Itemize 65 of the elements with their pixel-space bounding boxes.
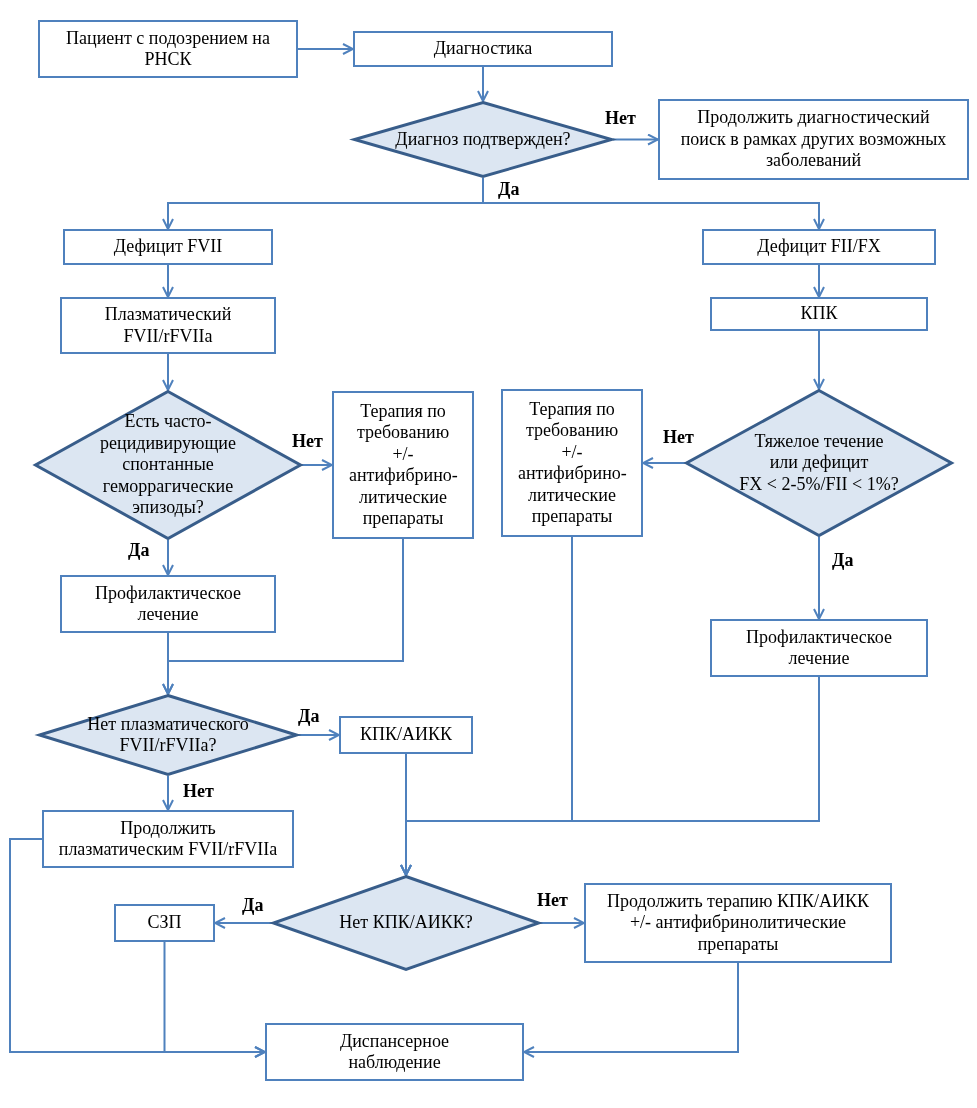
process-box bbox=[38, 20, 298, 78]
process-box bbox=[42, 810, 294, 868]
edge-label: Нет bbox=[662, 428, 695, 446]
process-box bbox=[702, 229, 936, 265]
box-text: Профилактическое лечение bbox=[745, 626, 893, 670]
process-box bbox=[63, 229, 273, 265]
process-box bbox=[710, 619, 928, 677]
flow-arrow bbox=[297, 43, 354, 55]
decision-text: Есть часто-рецидивирующие спонтанные геморрагические эпизоды? bbox=[99, 411, 237, 519]
process-box bbox=[265, 1023, 524, 1081]
process-box bbox=[339, 716, 473, 754]
box-text: Продолжить диагностический поиск в рамках других возможных заболеваний bbox=[679, 107, 948, 172]
process-box bbox=[332, 391, 474, 539]
flow-arrow bbox=[163, 941, 266, 1058]
flow-arrow bbox=[813, 264, 825, 298]
flow-arrow bbox=[642, 457, 686, 469]
edge-label: Да bbox=[831, 551, 855, 569]
flow-arrow bbox=[162, 539, 174, 576]
flow-arrow bbox=[477, 66, 489, 102]
edge-label: Нет bbox=[536, 891, 569, 909]
box-text: КПК bbox=[800, 303, 838, 325]
process-box bbox=[584, 883, 892, 963]
process-box bbox=[658, 99, 969, 180]
process-box bbox=[60, 575, 276, 633]
flow-arrow bbox=[813, 330, 825, 390]
flow-arrow bbox=[162, 264, 174, 298]
process-box bbox=[114, 904, 215, 942]
edge-label: Да bbox=[127, 541, 151, 559]
box-text: Пациент с подозрением на РНСК bbox=[65, 27, 271, 71]
box-text: Терапия по требованию +/- антифибрино-литические препараты bbox=[349, 400, 457, 530]
flow-arrow bbox=[612, 133, 659, 146]
edge-label: Да bbox=[297, 707, 321, 725]
decision-text: Нет КПК/АИКК? bbox=[339, 912, 473, 934]
flow-arrow bbox=[297, 729, 340, 741]
box-text: Профилактическое лечение bbox=[94, 582, 242, 626]
box-text: Терапия по требованию +/- антифибрино-литические препараты bbox=[518, 398, 626, 528]
flow-arrow bbox=[162, 538, 404, 695]
flow-arrow bbox=[539, 917, 585, 929]
box-text: Продолжить плазматическим FVII/rFVIIa bbox=[58, 817, 278, 861]
process-box bbox=[710, 297, 928, 331]
edge-label: Нет bbox=[182, 782, 215, 800]
decision-text: Нет плазматического FVII/rFVIIa? bbox=[86, 713, 250, 757]
box-text: Продолжить терапию КПК/АИКК +/- антифибринолитические препараты bbox=[606, 890, 870, 956]
box-text: Дефицит FII/FX bbox=[757, 236, 881, 258]
flow-arrow bbox=[162, 775, 174, 811]
box-text: СЗП bbox=[147, 912, 182, 934]
decision-text: Тяжелое течение или дефицит FX < 2-5%/FII < 1%? bbox=[739, 430, 899, 496]
box-text: Диспансерное наблюдение bbox=[338, 1030, 451, 1074]
flow-arrow bbox=[523, 962, 739, 1058]
box-text: Плазматический FVII/rFVIIa bbox=[103, 304, 233, 347]
flow-arrow bbox=[400, 676, 820, 876]
box-text: Диагностика bbox=[433, 38, 533, 60]
flow-arrow bbox=[813, 536, 825, 620]
process-box bbox=[60, 297, 276, 354]
box-text: Дефицит FVII bbox=[113, 236, 223, 258]
edge-label: Нет bbox=[604, 109, 637, 127]
process-box bbox=[353, 31, 613, 67]
edge-label: Да bbox=[497, 180, 521, 198]
flow-arrow bbox=[214, 917, 273, 929]
flow-arrow bbox=[301, 459, 333, 471]
edge-label: Нет bbox=[291, 432, 324, 450]
box-text: КПК/АИКК bbox=[360, 724, 452, 746]
process-box bbox=[501, 389, 643, 537]
edge-label: Да bbox=[241, 896, 265, 914]
flow-arrow bbox=[162, 353, 174, 391]
